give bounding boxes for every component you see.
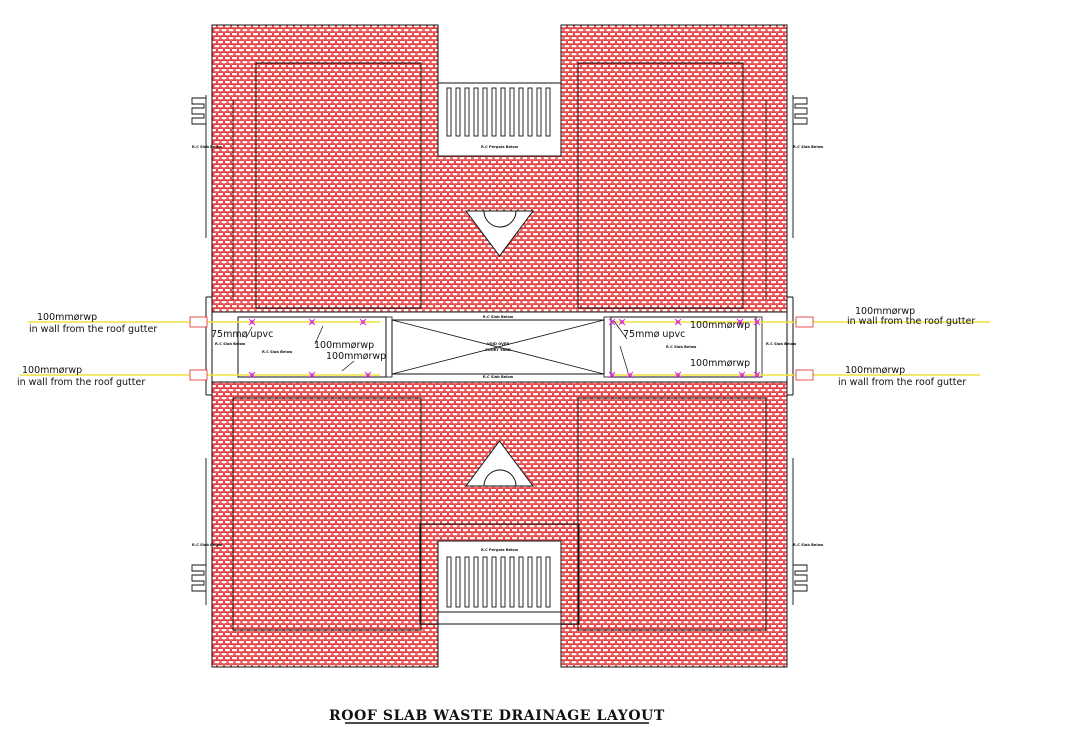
pergola-slat — [491, 556, 497, 608]
side-details — [191, 95, 808, 605]
lower-pergola — [437, 540, 562, 613]
rwp-left-top-size: 100mmørwp — [37, 312, 97, 323]
rwp-mid-right-2: 100mmørwp — [690, 358, 750, 369]
pergola-slat — [518, 556, 524, 608]
upper-pergola — [437, 82, 562, 157]
rc-slab-label-mid-top: R.C Slab Below — [483, 315, 514, 319]
pergola-slat — [473, 556, 479, 608]
pergola-slat — [500, 87, 506, 137]
pergola-slat — [464, 556, 470, 608]
outlet-marker — [608, 318, 616, 326]
rwp-left-bot-size: 100mmørwp — [22, 365, 82, 376]
pergola-slat — [455, 556, 461, 608]
upper-slope-arrow — [465, 210, 534, 257]
pergola-slat — [491, 87, 497, 137]
outlet-marker — [626, 371, 634, 379]
pergola-slat — [518, 87, 524, 137]
void-over-label: VOID OVER — [487, 342, 510, 346]
pergola-slat — [527, 87, 533, 137]
pergola-slat — [446, 556, 452, 608]
pergola-slat — [446, 87, 452, 137]
rwp-left-top-note: in wall from the roof gutter — [29, 324, 157, 335]
rc-slab-label-left-edge: R.C Slab Below — [215, 342, 246, 346]
upper-pergola-label: R.C Pergola Below — [481, 145, 519, 149]
lower-center-inner-outline — [419, 523, 580, 625]
pergola-slat — [536, 87, 542, 137]
rc-slab-label-upper-right: R.C Slab Below — [793, 145, 824, 149]
outlet-marker — [674, 371, 682, 379]
outlet-marker — [608, 371, 616, 379]
lower-right-inner-outline — [577, 397, 767, 631]
pergola-slat — [455, 87, 461, 137]
pergola-slat — [545, 87, 551, 137]
rc-slab-label-lower-right: R.C Slab Below — [793, 543, 824, 547]
rwp-left-bot-note: in wall from the roof gutter — [17, 377, 145, 388]
outlet-marker — [364, 371, 372, 379]
rwp-mid-right-1: 100mmørwp — [690, 320, 750, 331]
pergola-slat — [536, 556, 542, 608]
rc-slab-label-left-bay: R.C Slab Below — [262, 350, 293, 354]
upvc-left-label: 75mmø upvc — [211, 329, 273, 340]
lower-roof: R.C Pergola Below — [211, 381, 788, 668]
outlet-markers — [248, 318, 761, 379]
pergola-slat — [509, 556, 515, 608]
upper-roof-tiles — [211, 24, 788, 313]
outlet-marker — [248, 371, 256, 379]
rwp-right-top-size: 100mmørwp — [855, 306, 915, 317]
outlet-marker — [308, 371, 316, 379]
outlet-marker — [738, 371, 746, 379]
rc-slab-label-right-bay: R.C Slab Below — [666, 345, 697, 349]
outlet-marker — [753, 371, 761, 379]
pergola-slat — [482, 87, 488, 137]
upvc-right-label: 75mmø upvc — [623, 329, 685, 340]
lower-pergola-label: R.C Pergola Below — [481, 548, 519, 552]
outlet-marker — [248, 318, 256, 326]
middle-band: VOID OVER COURT YARD R.C Slab Below R.C … — [205, 296, 797, 396]
outlet-marker — [618, 318, 626, 326]
rc-slab-label-lower-left: R.C Slab Below — [192, 543, 223, 547]
pergola-slat — [464, 87, 470, 137]
rc-slab-label-right-edge: R.C Slab Below — [766, 342, 797, 346]
upper-roof: R.C Pergola Below — [211, 24, 788, 313]
rwp-right-bot-note: in wall from the roof gutter — [838, 377, 966, 388]
rwp-right-bot-size: 100mmørwp — [845, 365, 905, 376]
upper-pergola-slats — [446, 87, 551, 137]
rwp-mid-left-2: 100mmørwp — [326, 351, 386, 362]
pergola-slat — [473, 87, 479, 137]
outlet-marker — [736, 318, 744, 326]
rc-slab-label-mid-bottom: R.C Slab Below — [483, 375, 514, 379]
outlet-marker — [753, 318, 761, 326]
outlet-marker — [308, 318, 316, 326]
rc-slab-label-upper-left: R.C Slab Below — [192, 145, 223, 149]
pergola-slat — [509, 87, 515, 137]
pergola-slat — [545, 556, 551, 608]
rwp-boxes — [189, 316, 814, 381]
outlet-marker — [359, 318, 367, 326]
lower-left-inner-outline — [232, 397, 422, 631]
drawing-title: ROOF SLAB WASTE DRAINAGE LAYOUT — [329, 708, 665, 724]
rwp-right-top-note: in wall from the roof gutter — [847, 316, 975, 327]
leader-lines — [245, 320, 629, 373]
upper-left-inner-outline — [255, 62, 422, 309]
pergola-slat — [527, 556, 533, 608]
outlet-marker — [674, 318, 682, 326]
rwp-mid-left-1: 100mmørwp — [314, 340, 374, 351]
pergola-slat — [482, 556, 488, 608]
pergola-slat — [500, 556, 506, 608]
lower-slope-arrow — [465, 440, 534, 487]
upper-right-inner-outline — [577, 62, 744, 309]
lower-pergola-slats — [446, 556, 551, 608]
court-yard-label: COURT YARD — [485, 348, 511, 352]
